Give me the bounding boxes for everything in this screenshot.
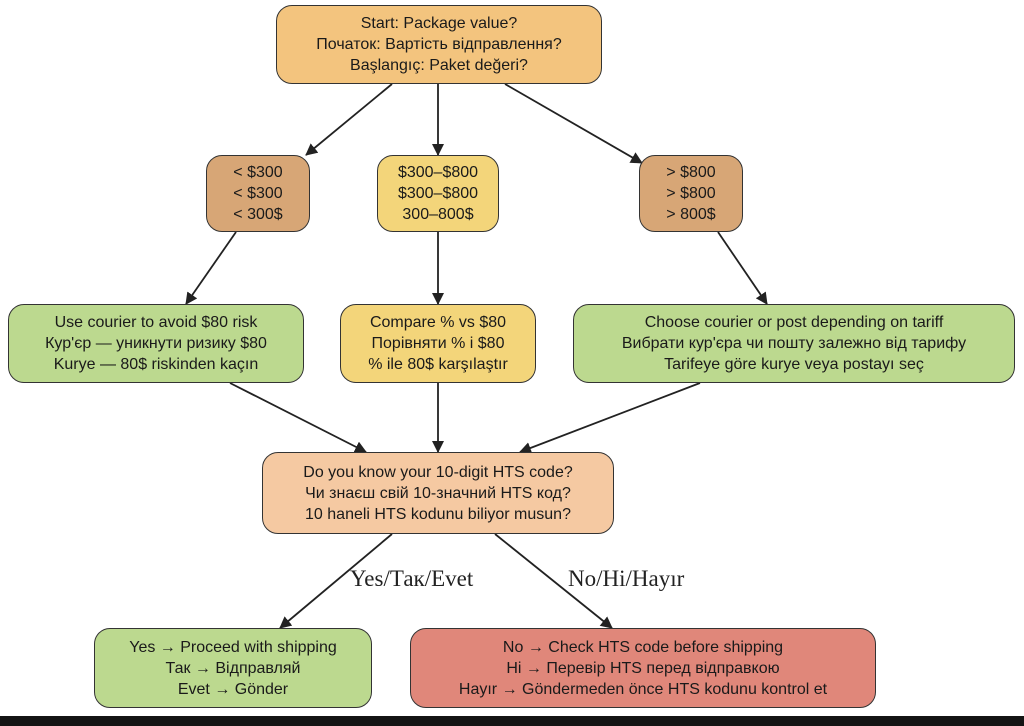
node-range-high: > $800 > $800 > 800$ xyxy=(639,155,743,232)
node-yes-result-line-uk: Так → Відправляй xyxy=(165,659,301,677)
node-yes-result-line-en: Yes → Proceed with shipping xyxy=(129,638,337,656)
node-range-low-line-en: < $300 xyxy=(233,164,283,181)
node-range-mid-line-en: $300–$800 xyxy=(397,164,479,181)
node-range-low: < $300 < $300 < 300$ xyxy=(206,155,310,232)
edge-label-yes: Yes/Так/Evet xyxy=(350,566,474,591)
edge-low-to-action xyxy=(185,231,237,305)
node-action-low-line-en: Use courier to avoid $80 risk xyxy=(54,314,258,331)
bottom-bar xyxy=(0,716,1024,726)
edge-high-to-action xyxy=(717,231,768,305)
node-range-high-line-tr: > 800$ xyxy=(666,206,716,223)
edge-action-high-to-question xyxy=(519,382,701,454)
node-start-line-tr: Başlangıç: Paket değeri? xyxy=(350,57,528,74)
edge-start-to-low xyxy=(305,83,393,156)
node-action-low: Use courier to avoid $80 risk Кур'єр — у… xyxy=(8,304,304,383)
node-question-line-en: Do you know your 10-digit HTS code? xyxy=(303,463,573,481)
node-range-high-line-en: > $800 xyxy=(666,164,716,181)
node-action-high-line-uk: Вибрати кур'єра чи пошту залежно від тар… xyxy=(621,335,967,352)
node-action-high-line-en: Choose courier or post depending on tari… xyxy=(644,314,944,331)
node-action-high-line-tr: Tarifeye göre kurye veya postayı seç xyxy=(664,356,924,373)
node-range-mid-line-uk: $300–$800 xyxy=(397,185,479,202)
node-action-mid: Compare % vs $80 Порівняти % і $80 % ile… xyxy=(340,304,536,383)
node-no-result-line-uk: Ні → Перевір HTS перед відправкою xyxy=(506,659,780,677)
edge-label-no: No/Ні/Hayır xyxy=(568,566,685,591)
node-range-low-line-tr: < 300$ xyxy=(233,206,283,223)
edge-action-low-to-question xyxy=(229,382,367,453)
node-question-line-tr: 10 haneli HTS kodunu biliyor musun? xyxy=(305,505,571,523)
node-no-result-line-en: No → Check HTS code before shipping xyxy=(502,638,784,656)
edge-start-to-high xyxy=(504,83,643,164)
node-no-result: No → Check HTS code before shipping Ні →… xyxy=(410,628,876,708)
node-range-mid: $300–$800 $300–$800 300–800$ xyxy=(377,155,499,232)
node-start-line-en: Start: Package value? xyxy=(360,15,518,32)
edge-question-to-yes xyxy=(279,533,393,629)
node-no-result-line-tr: Hayır → Göndermeden önce HTS kodunu kont… xyxy=(458,680,828,698)
node-action-mid-line-uk: Порівняти % і $80 xyxy=(371,335,505,352)
node-range-high-line-uk: > $800 xyxy=(666,185,716,202)
node-question-line-uk: Чи знаєш свій 10-значний HTS код? xyxy=(305,484,571,502)
node-action-low-line-uk: Кур'єр — уникнути ризику $80 xyxy=(45,335,267,352)
node-range-mid-line-tr: 300–800$ xyxy=(402,206,474,223)
edge-question-to-no xyxy=(494,533,613,629)
node-action-mid-line-tr: % ile 80$ karşılaştır xyxy=(368,356,508,373)
node-yes-result-line-tr: Evet → Gönder xyxy=(177,680,289,698)
node-action-mid-line-en: Compare % vs $80 xyxy=(369,314,507,331)
node-range-low-line-uk: < $300 xyxy=(233,185,283,202)
node-action-low-line-tr: Kurye — 80$ riskinden kaçın xyxy=(53,356,259,373)
node-start-line-uk: Початок: Вартість відправлення? xyxy=(316,36,562,53)
node-start: Start: Package value? Початок: Вартість … xyxy=(276,5,602,84)
node-action-high: Choose courier or post depending on tari… xyxy=(573,304,1015,383)
node-yes-result: Yes → Proceed with shipping Так → Відпра… xyxy=(94,628,372,708)
node-question: Do you know your 10-digit HTS code? Чи з… xyxy=(262,452,614,534)
